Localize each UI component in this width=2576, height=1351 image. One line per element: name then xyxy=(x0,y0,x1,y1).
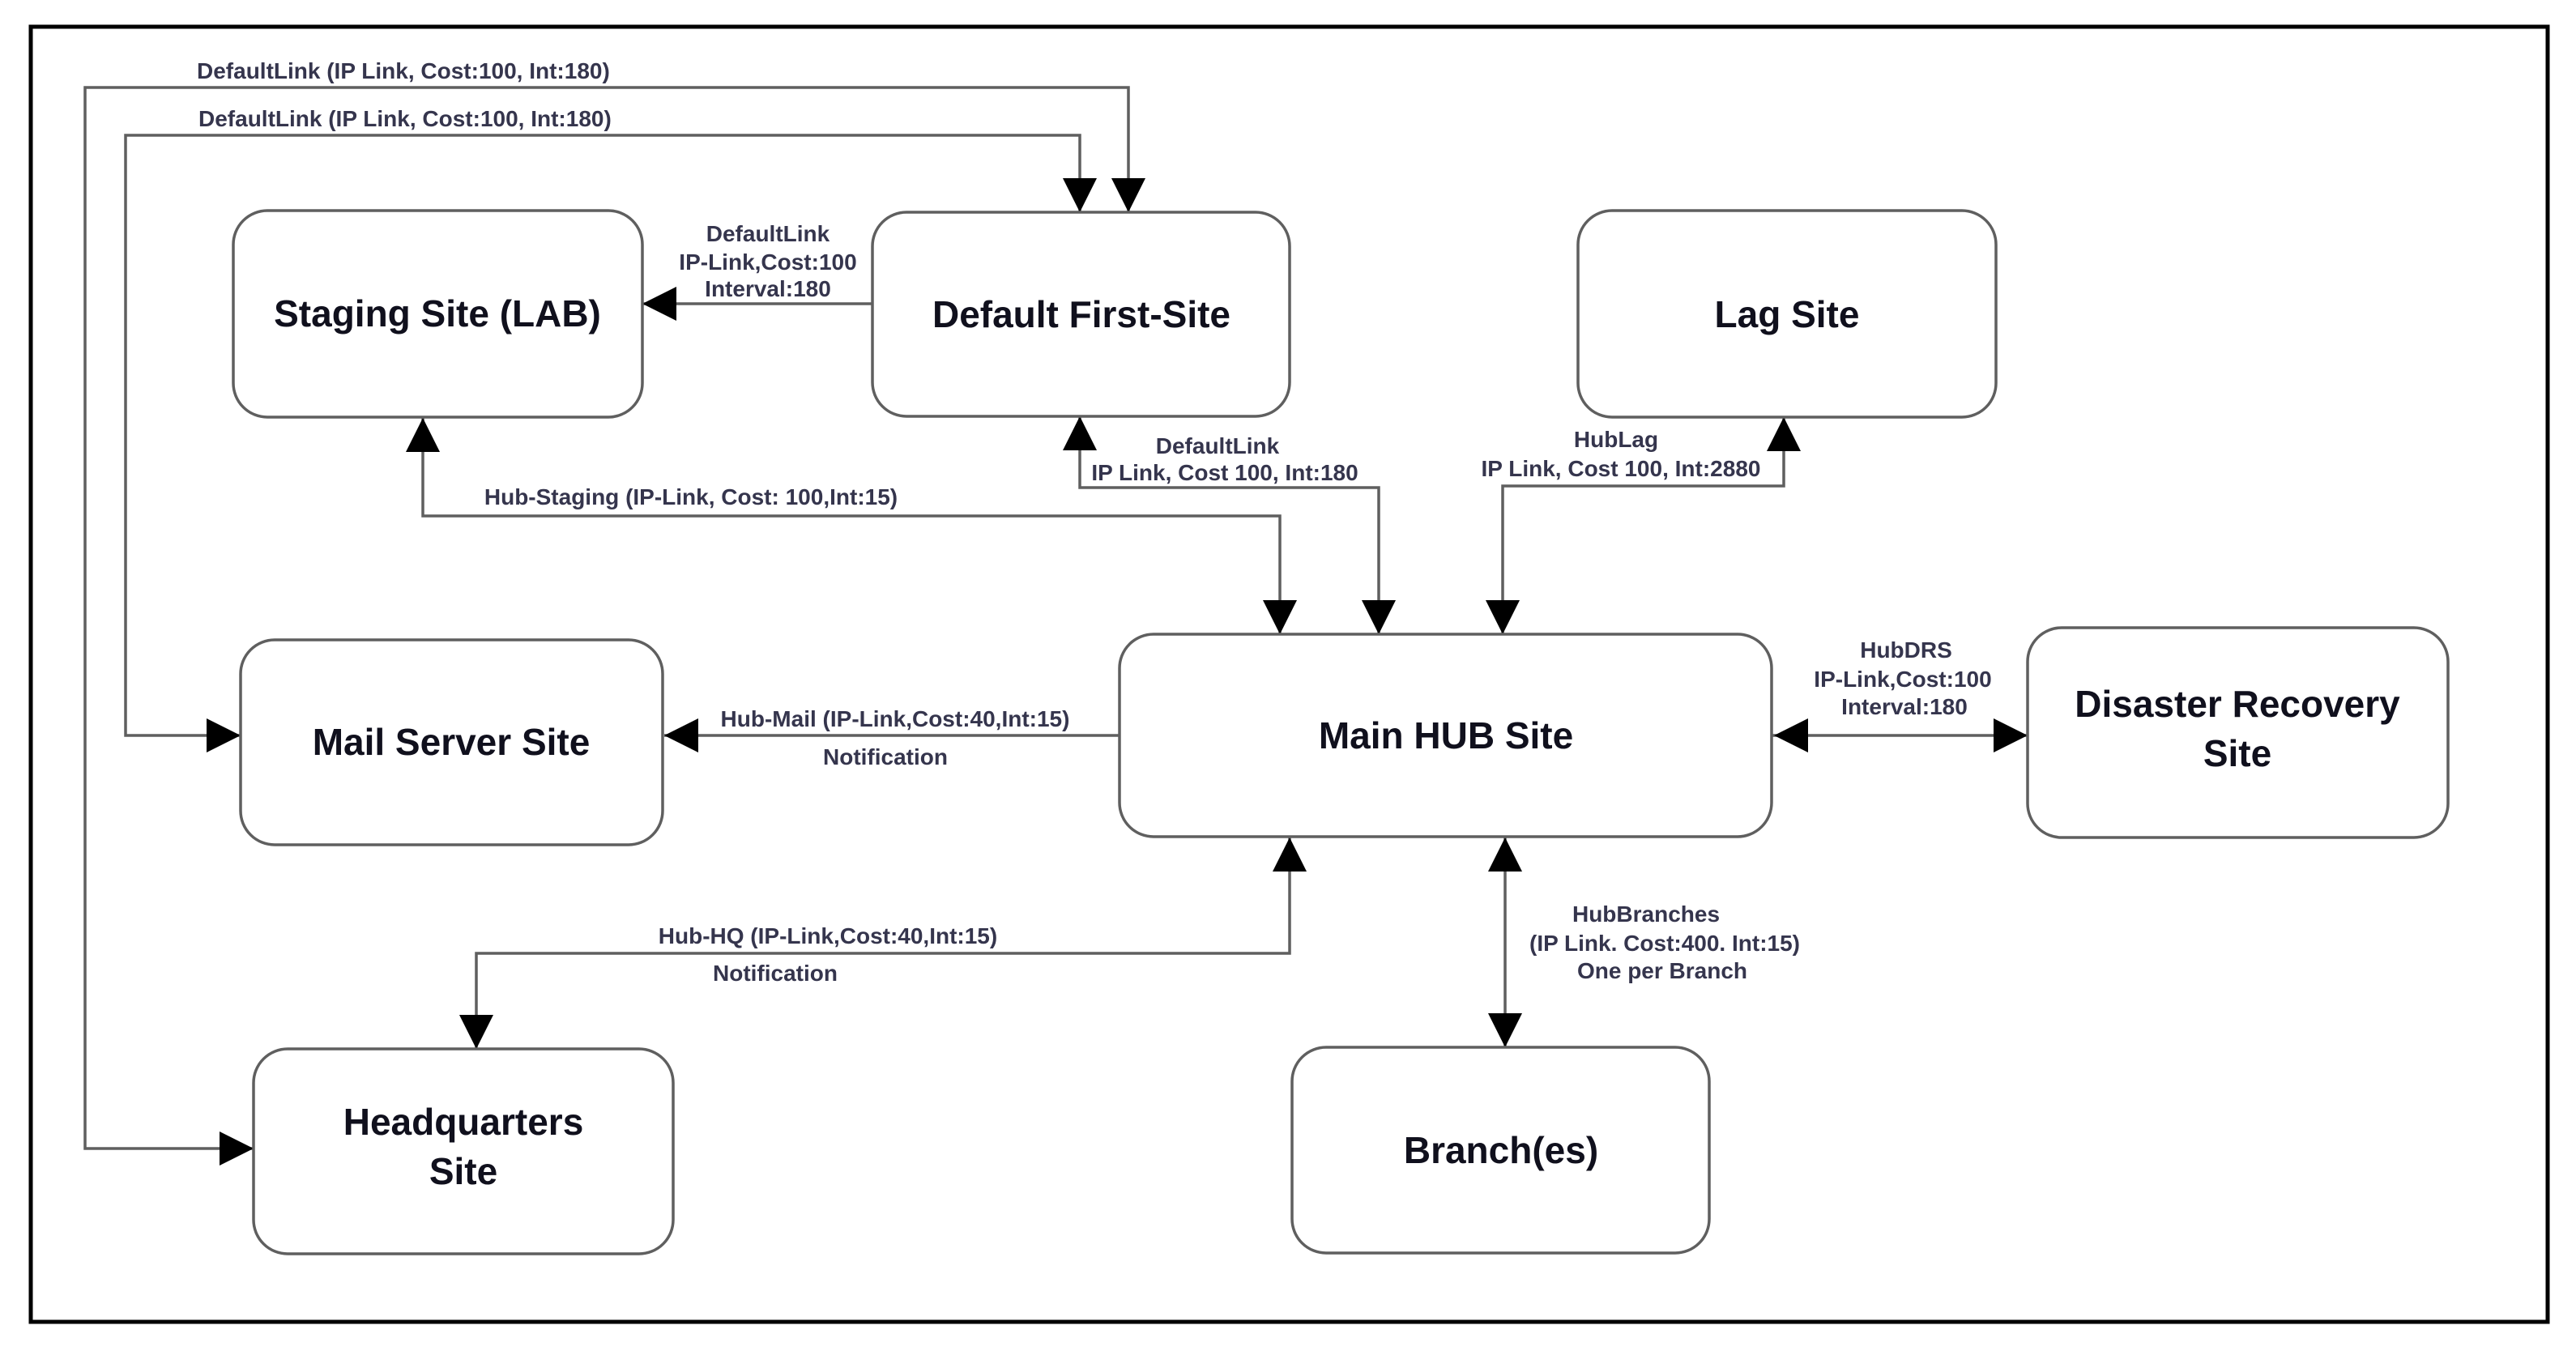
node-staging-site-label: Staging Site (LAB) xyxy=(274,292,601,335)
label-hub-hq-line2: Notification xyxy=(713,961,838,986)
label-hubdrs-line3: Interval:180 xyxy=(1841,694,1968,719)
arrowhead-into-hub-top-defaultlink xyxy=(1362,600,1396,634)
label-defaultlink-hub-line2: IP Link, Cost 100, Int:180 xyxy=(1091,460,1358,485)
arrowhead-into-branches-top xyxy=(1488,1013,1522,1047)
arrowhead-into-staging-bottom xyxy=(406,418,440,452)
node-disaster-recovery-site-label-line1: Disaster Recovery xyxy=(2075,683,2400,725)
node-lag-site xyxy=(1576,209,1998,419)
arrowhead-into-hub-right xyxy=(1774,718,1808,752)
node-branches xyxy=(1290,1046,1711,1255)
node-staging-site xyxy=(232,209,644,419)
label-defaultlink-staging-line1: DefaultLink xyxy=(706,221,830,246)
label-defaultlink-mail: DefaultLink (IP Link, Cost:100, Int:180) xyxy=(198,106,612,131)
arrowhead-into-hub-top-hublag xyxy=(1486,600,1520,634)
node-main-hub-site-label: Main HUB Site xyxy=(1319,714,1573,756)
label-hublag-line2: IP Link, Cost 100, Int:2880 xyxy=(1482,456,1761,481)
label-hub-mail-line2: Notification xyxy=(823,744,948,769)
node-mail-server-site-label: Mail Server Site xyxy=(313,721,591,763)
node-disaster-recovery-site xyxy=(2026,626,2450,839)
node-mail-server-site xyxy=(239,638,664,846)
node-default-first-site-label: Default First-Site xyxy=(932,293,1230,335)
node-default-first-site xyxy=(871,211,1291,418)
arrowhead-into-mail-right xyxy=(664,718,698,752)
link-defaultlink-defaultfirst-hub xyxy=(1078,416,1380,634)
label-defaultlink-hq: DefaultLink (IP Link, Cost:100, Int:180) xyxy=(197,58,610,83)
label-hubdrs-line2: IP-Link,Cost:100 xyxy=(1814,667,1991,692)
label-hubbranches-line2: (IP Link. Cost:400. Int:15) xyxy=(1529,931,1800,956)
node-lag-site-label: Lag Site xyxy=(1715,293,1860,335)
label-hub-staging: Hub-Staging (IP-Link, Cost: 100,Int:15) xyxy=(484,484,898,509)
node-headquarters-site-label-line1: Headquarters xyxy=(343,1101,584,1143)
arrowhead-into-defaultfirst-top-inner xyxy=(1063,178,1097,212)
arrowhead-into-hub-bottom-hubbranches xyxy=(1488,837,1522,872)
label-defaultlink-hub-line1: DefaultLink xyxy=(1156,433,1280,458)
label-hubdrs-line1: HubDRS xyxy=(1860,637,1952,663)
node-headquarters-site xyxy=(252,1047,675,1255)
arrowhead-into-headquarters-top xyxy=(459,1015,493,1049)
link-defaultlink-hq-defaultfirst xyxy=(83,86,1130,1150)
node-headquarters-site-label-line2: Site xyxy=(429,1150,497,1192)
node-disaster-recovery-site-label-line2: Site xyxy=(2203,732,2271,774)
link-defaultlink-mail-defaultfirst xyxy=(124,134,1081,737)
label-hubbranches-line1: HubBranches xyxy=(1572,901,1720,927)
arrowhead-into-hub-top-hubstaging xyxy=(1263,600,1297,634)
label-defaultlink-staging-line3: Interval:180 xyxy=(705,276,831,301)
node-branches-label: Branch(es) xyxy=(1404,1129,1598,1171)
link-hublag xyxy=(1501,417,1785,634)
arrowhead-into-lag-bottom xyxy=(1767,417,1801,451)
arrowhead-into-mail-left xyxy=(207,718,241,752)
arrowhead-into-hub-bottom-hubhq xyxy=(1273,837,1307,872)
arrowhead-into-staging-right xyxy=(642,287,676,321)
label-hublag-line1: HubLag xyxy=(1574,427,1658,452)
label-defaultlink-staging-line2: IP-Link,Cost:100 xyxy=(679,249,856,275)
arrowhead-into-drs-left xyxy=(1994,718,2028,752)
label-hub-hq-line1: Hub-HQ (IP-Link,Cost:40,Int:15) xyxy=(659,923,997,948)
label-hub-mail-line1: Hub-Mail (IP-Link,Cost:40,Int:15) xyxy=(721,706,1070,731)
arrowhead-into-defaultfirst-bottom xyxy=(1063,416,1097,450)
node-main-hub-site xyxy=(1118,633,1773,838)
link-hub-staging xyxy=(421,418,1282,634)
label-hubbranches-line3: One per Branch xyxy=(1577,958,1747,983)
arrowhead-into-defaultfirst-top-outer xyxy=(1111,178,1145,212)
link-hub-hq xyxy=(475,837,1291,1049)
arrowhead-into-headquarters-left xyxy=(220,1132,254,1166)
diagram-border xyxy=(28,24,2550,1324)
